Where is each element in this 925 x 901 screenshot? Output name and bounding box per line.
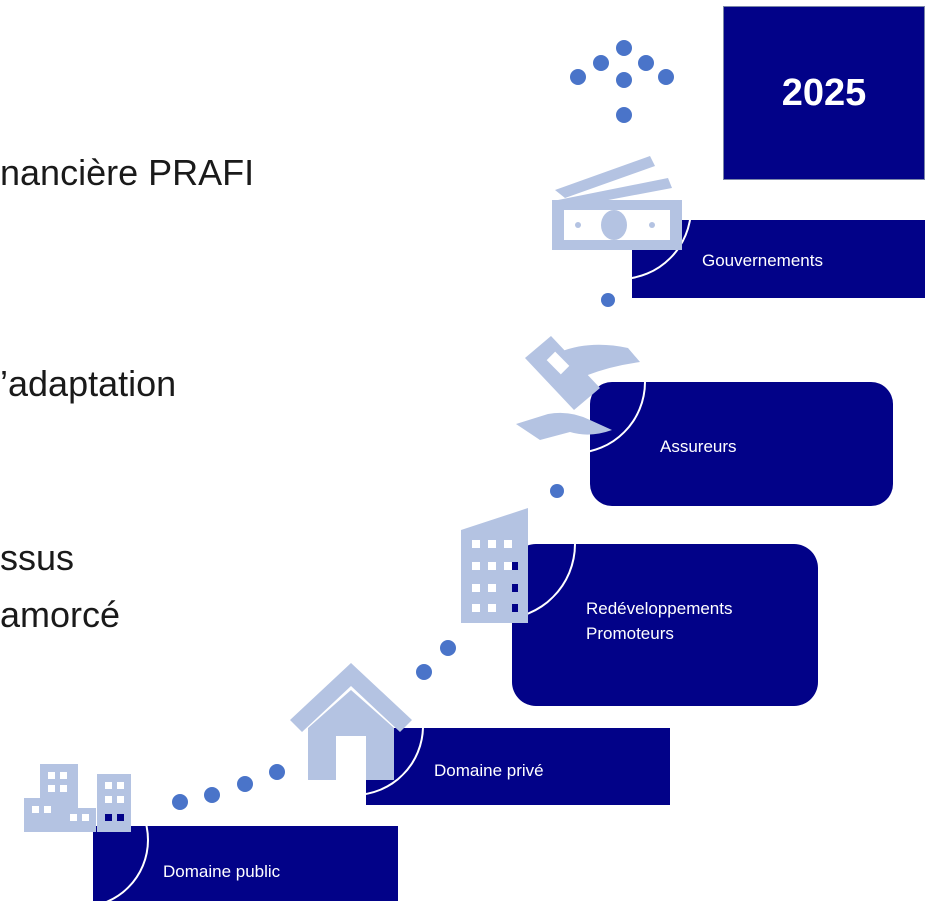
house-icon — [290, 663, 412, 780]
step-label-gouvernements: Gouvernements — [702, 251, 823, 270]
path-dot — [416, 664, 432, 680]
step-domaine-public: Domaine public — [93, 826, 398, 901]
money-hand-icon — [516, 336, 640, 440]
path-dot — [550, 484, 564, 498]
text-fragment-adaptation: ’adaptation — [0, 363, 177, 404]
step-label-redeveloppements: Redéveloppements — [586, 599, 733, 618]
year-box: 2025 — [723, 6, 925, 180]
year-label: 2025 — [781, 71, 867, 114]
dotted-path — [172, 293, 615, 810]
step-label-assureurs: Assureurs — [660, 437, 737, 456]
path-dot — [440, 640, 456, 656]
step-domaine-prive: Domaine privé — [366, 728, 670, 805]
text-fragment-prafi: nancière PRAFI — [0, 152, 255, 193]
arrow-up-dots-icon — [570, 40, 674, 123]
office-tower-icon — [461, 508, 528, 623]
step-label-domaine-prive: Domaine privé — [434, 761, 544, 780]
path-dot — [172, 794, 188, 810]
text-fragment-ssus: ssus — [0, 537, 75, 578]
path-dot — [237, 776, 253, 792]
step-label-domaine-public: Domaine public — [163, 862, 281, 881]
path-dot — [601, 293, 615, 307]
path-dot — [204, 787, 220, 803]
step-redeveloppements: Redéveloppements Promoteurs — [512, 544, 818, 706]
step-assureurs: Assureurs — [590, 382, 893, 506]
step-label-promoteurs: Promoteurs — [586, 624, 674, 643]
text-fragment-amorce: amorcé — [0, 594, 121, 635]
path-dot — [269, 764, 285, 780]
city-buildings-icon — [24, 764, 131, 832]
banknotes-icon — [552, 156, 682, 250]
